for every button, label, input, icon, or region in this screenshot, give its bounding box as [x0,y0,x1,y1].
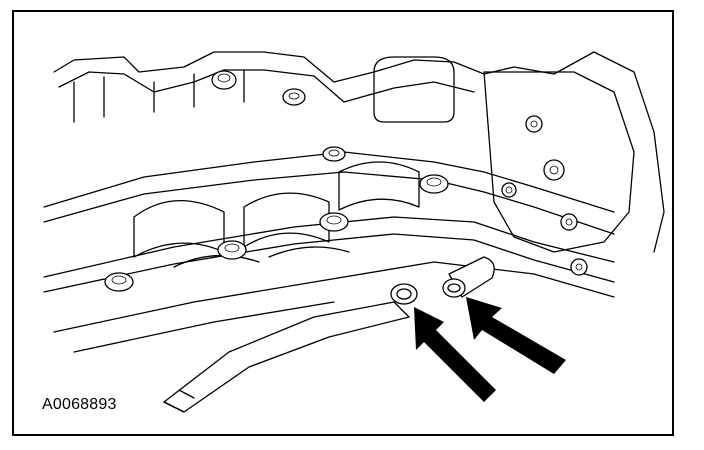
oil-pan-rail-upper [43,151,615,213]
block-top-contour [53,51,665,253]
bolt-2 [217,240,247,260]
plug-rear [442,256,495,298]
cover-bolt-3 [560,213,578,231]
bolt-7 [282,88,306,106]
cover-bolt-5 [570,258,588,276]
callout-arrow-2 [466,297,566,374]
illustration-frame: A0068893 [12,10,674,436]
oil-pickup-tube [163,301,410,413]
cylinder-window [373,56,455,123]
cover-bolt-4 [501,182,517,198]
plug-front [390,283,418,305]
bolt-5 [322,146,346,162]
bearing-cap-3 [338,161,420,211]
figure-id-label: A0068893 [42,396,117,413]
callout-arrow-1 [414,307,496,402]
engine-block-underside-illustration [43,51,665,413]
bolt-4 [419,174,449,194]
bearing-cap-1 [133,199,225,258]
bolt-6 [211,70,237,90]
cover-bolt-1 [525,115,543,133]
timing-cover [483,71,635,253]
bearing-cap-2 [243,192,330,248]
oil-pan-rail-lower [43,216,615,278]
cover-bolt-2 [543,159,565,181]
bolt-3 [319,212,349,232]
bolt-1 [104,272,134,292]
